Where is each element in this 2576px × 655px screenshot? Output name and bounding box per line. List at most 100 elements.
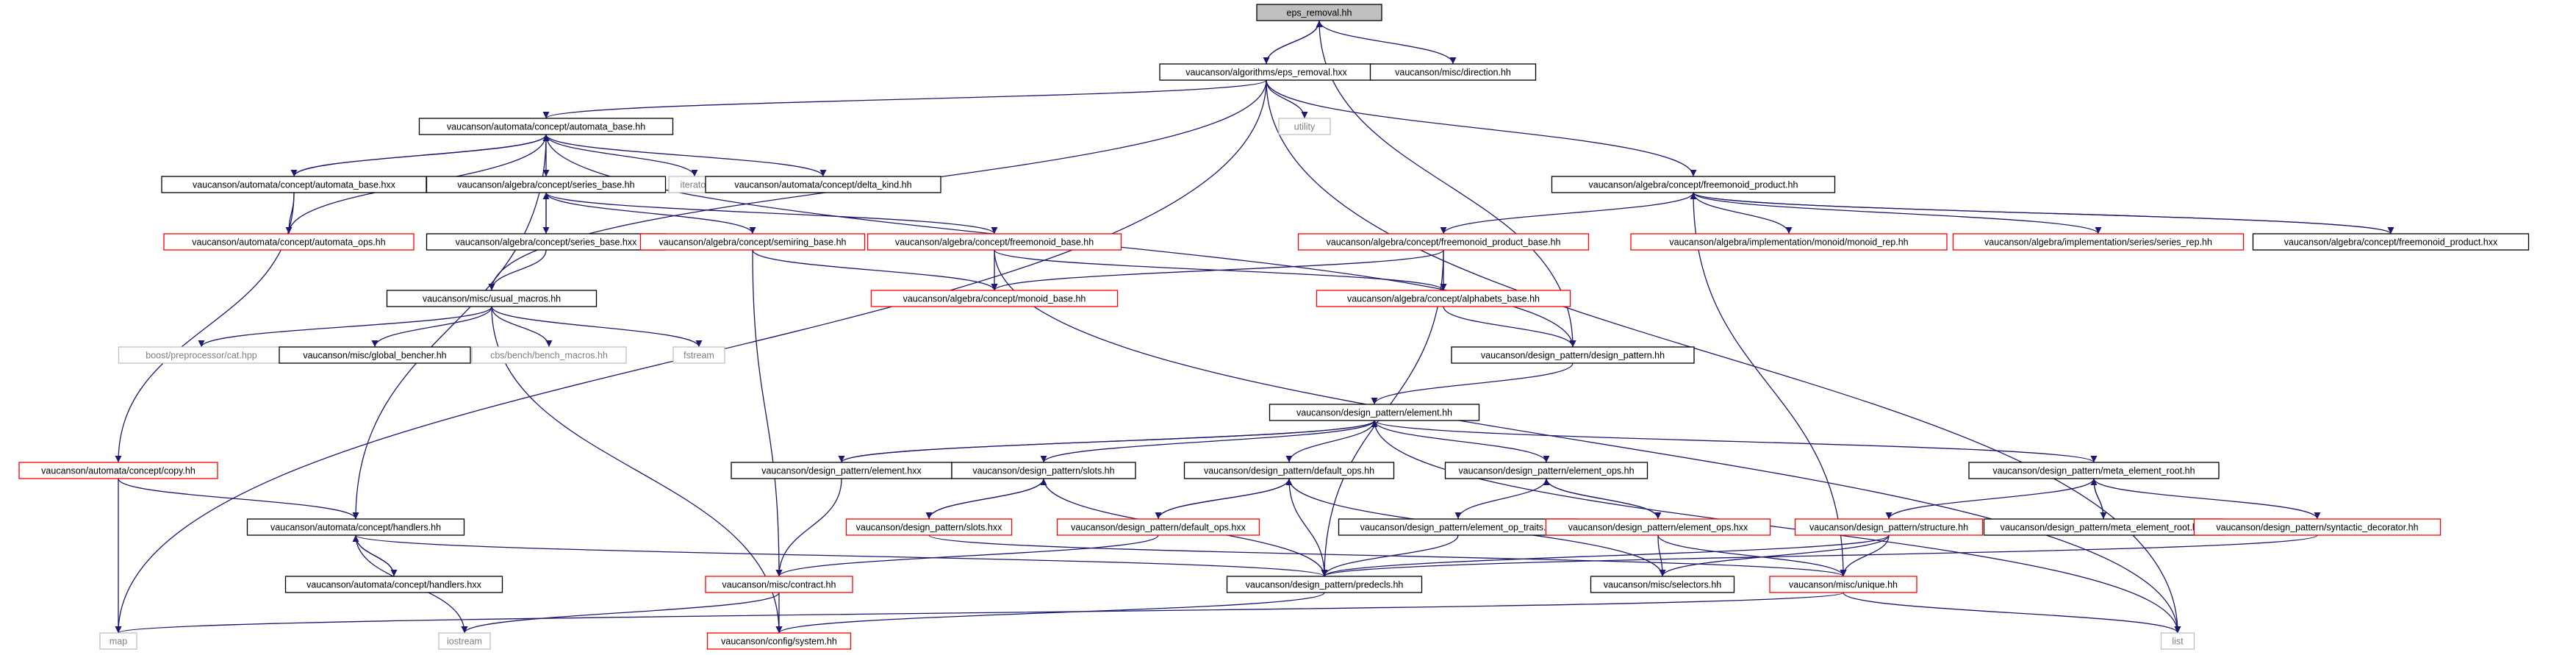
- graph-node-element-op-traits-hh[interactable]: vaucanson/design_pattern/element_op_trai…: [1338, 518, 1579, 536]
- edge-element-op-traits-hh-to-predecls-hh: [1321, 534, 1459, 577]
- node-label: vaucanson/algebra/concept/freemonoid_bas…: [895, 237, 1094, 247]
- edge-usual-macros-hh-to-bench-macros-hh: [491, 306, 553, 348]
- graph-node-eps-removal-hxx[interactable]: vaucanson/algorithms/eps_removal.hxx: [1159, 63, 1374, 81]
- graph-node-slots-hxx[interactable]: vaucanson/design_pattern/slots.hxx: [845, 518, 1013, 536]
- graph-node-automata-base-hxx[interactable]: vaucanson/automata/concept/automata_base…: [161, 176, 427, 193]
- graph-node-bench-macros-hh[interactable]: cbs/bench/bench_macros.hh: [471, 346, 627, 364]
- graph-node-unique-hh[interactable]: vaucanson/misc/unique.hh: [1769, 576, 1917, 593]
- node-label: vaucanson/design_pattern/slots.hh: [972, 465, 1114, 476]
- graph-node-semiring-base-hh[interactable]: vaucanson/algebra/concept/semiring_base.…: [639, 233, 866, 251]
- graph-node-usual-macros-hh[interactable]: vaucanson/misc/usual_macros.hh: [386, 290, 598, 307]
- graph-node-automata-base-hh[interactable]: vaucanson/automata/concept/automata_base…: [418, 118, 674, 135]
- graph-node-series-base-hh[interactable]: vaucanson/algebra/concept/series_base.hh: [426, 176, 667, 193]
- graph-node-element-hh[interactable]: vaucanson/design_pattern/element.hh: [1269, 404, 1480, 421]
- graph-node-syntactic-decorator-hh[interactable]: vaucanson/design_pattern/syntactic_decor…: [2193, 518, 2442, 536]
- edge-semiring-base-hh-to-contract-hh: [752, 249, 783, 577]
- graph-node-eps-removal-hh[interactable]: eps_removal.hh: [1256, 4, 1382, 21]
- graph-node-contract-hh[interactable]: vaucanson/misc/contract.hh: [705, 576, 853, 593]
- node-box: [1278, 118, 1331, 135]
- node-box: [705, 176, 941, 193]
- node-box: [438, 632, 491, 650]
- node-label: vaucanson/automata/concept/handlers.hxx: [306, 579, 481, 590]
- node-label: vaucanson/design_pattern/meta_element_ro…: [1992, 465, 2195, 476]
- graph-node-element-hxx[interactable]: vaucanson/design_pattern/element.hxx: [731, 462, 952, 479]
- edge-unique-hh-to-map: [115, 592, 1844, 634]
- graph-node-utility[interactable]: utility: [1278, 118, 1331, 135]
- edge-element-hh-to-slots-hh: [1040, 420, 1375, 463]
- graph-node-predecls-hh[interactable]: vaucanson/design_pattern/predecls.hh: [1226, 576, 1423, 593]
- edge-automata-base-hh-to-iterator: [545, 134, 698, 177]
- graph-node-automata-ops-hh[interactable]: vaucanson/automata/concept/automata_ops.…: [163, 233, 415, 251]
- node-box: [1630, 233, 1948, 251]
- node-label: vaucanson/algebra/implementation/series/…: [1984, 237, 2212, 247]
- node-box: [1794, 518, 1984, 536]
- edge-structure-hh-to-unique-hh: [1840, 534, 1890, 577]
- graph-node-meta-element-root-hh[interactable]: vaucanson/design_pattern/meta_element_ro…: [1968, 462, 2220, 479]
- graph-node-default-ops-hxx[interactable]: vaucanson/design_pattern/default_ops.hxx: [1056, 518, 1260, 536]
- graph-node-list[interactable]: list: [2160, 632, 2195, 650]
- graph-node-map[interactable]: map: [99, 632, 137, 650]
- edge-freemonoid-product-hxx-to-freemonoid-product-hh: [1690, 192, 2392, 235]
- graph-node-fstream[interactable]: fstream: [672, 346, 725, 364]
- node-box: [1769, 576, 1917, 593]
- node-box: [246, 518, 465, 536]
- graph-node-copy-hh[interactable]: vaucanson/automata/concept/copy.hh: [18, 462, 218, 479]
- edge-automata-base-hxx-to-automata-base-hh: [293, 134, 550, 177]
- graph-node-default-ops-hh[interactable]: vaucanson/design_pattern/default_ops.hh: [1183, 462, 1395, 479]
- node-box: [706, 632, 852, 650]
- graph-node-global-bencher-hh[interactable]: vaucanson/misc/global_bencher.hh: [279, 346, 471, 364]
- node-box: [1297, 233, 1590, 251]
- graph-node-series-base-hxx[interactable]: vaucanson/algebra/concept/series_base.hx…: [426, 233, 667, 251]
- graph-node-handlers-hxx[interactable]: vaucanson/automata/concept/handlers.hxx: [284, 576, 503, 593]
- edge-eps-removal-hxx-to-eps-removal-hh: [1266, 20, 1323, 65]
- graph-node-element-ops-hh[interactable]: vaucanson/design_pattern/element_ops.hh: [1444, 462, 1648, 479]
- edge-structure-hh-to-selectors-hh: [1659, 534, 1890, 577]
- graph-node-meta-element-root-hxx[interactable]: vaucanson/design_pattern/meta_element_ro…: [1983, 518, 2224, 536]
- node-label: vaucanson/design_pattern/element_ops.hxx: [1568, 522, 1748, 532]
- graph-node-system-hh[interactable]: vaucanson/config/system.hh: [706, 632, 852, 650]
- graph-node-freemonoid-product-hxx[interactable]: vaucanson/algebra/concept/freemonoid_pro…: [2252, 233, 2530, 251]
- graph-node-alphabets-base-hh[interactable]: vaucanson/algebra/concept/alphabets_base…: [1316, 290, 1571, 307]
- graph-node-structure-hh[interactable]: vaucanson/design_pattern/structure.hh: [1794, 518, 1984, 536]
- graph-node-iostream[interactable]: iostream: [438, 632, 491, 650]
- edge-meta-element-root-hh-to-syntactic-decorator-hh: [2093, 478, 2321, 520]
- edge-automata-base-hh-to-handlers-hh: [352, 134, 547, 520]
- node-box: [1369, 63, 1537, 81]
- graph-node-design-pattern-hh[interactable]: vaucanson/design_pattern/design_pattern.…: [1451, 346, 1695, 364]
- graph-node-cat-hpp[interactable]: boost/preprocessor/cat.hpp: [118, 346, 285, 364]
- graph-node-freemonoid-product-hh[interactable]: vaucanson/algebra/concept/freemonoid_pro…: [1551, 176, 1836, 193]
- node-label: vaucanson/automata/concept/copy.hh: [41, 465, 195, 476]
- node-box: [1551, 176, 1836, 193]
- graph-node-element-ops-hxx[interactable]: vaucanson/design_pattern/element_ops.hxx: [1545, 518, 1771, 536]
- node-box: [1316, 290, 1571, 307]
- node-box: [1056, 518, 1260, 536]
- graph-node-monoid-rep-hh[interactable]: vaucanson/algebra/implementation/monoid/…: [1630, 233, 1948, 251]
- graph-node-handlers-hh[interactable]: vaucanson/automata/concept/handlers.hh: [246, 518, 465, 536]
- node-label: vaucanson/automata/concept/automata_base…: [447, 121, 645, 132]
- node-label: vaucanson/algebra/concept/semiring_base.…: [659, 237, 846, 247]
- node-box: [639, 233, 866, 251]
- node-label: vaucanson/design_pattern/element_ops.hh: [1458, 465, 1634, 476]
- node-label: vaucanson/algebra/concept/alphabets_base…: [1347, 293, 1540, 304]
- node-box: [1968, 462, 2220, 479]
- node-label: vaucanson/design_pattern/syntactic_decor…: [2216, 522, 2418, 532]
- edge-element-ops-hh-to-element-op-traits-hh: [1454, 478, 1547, 520]
- graph-node-selectors-hh[interactable]: vaucanson/misc/selectors.hh: [1590, 576, 1735, 593]
- node-box: [99, 632, 137, 650]
- graph-node-delta-kind-hh[interactable]: vaucanson/automata/concept/delta_kind.hh: [705, 176, 941, 193]
- graph-node-freemonoid-base-hh[interactable]: vaucanson/algebra/concept/freemonoid_bas…: [867, 233, 1122, 251]
- edge-series-base-hh-to-freemonoid-base-hh: [545, 192, 998, 235]
- edge-element-ops-hxx-to-element-ops-hh: [1543, 478, 1659, 520]
- node-label: iostream: [447, 636, 482, 646]
- graph-node-monoid-base-hh[interactable]: vaucanson/algebra/concept/monoid_base.hh: [870, 290, 1119, 307]
- node-label: vaucanson/misc/unique.hh: [1789, 579, 1898, 590]
- edge-handlers-hxx-to-handlers-hh: [352, 534, 395, 577]
- graph-node-freemonoid-product-base-hh[interactable]: vaucanson/algebra/concept/freemonoid_pro…: [1297, 233, 1590, 251]
- node-box: [1226, 576, 1423, 593]
- graph-node-slots-hh[interactable]: vaucanson/design_pattern/slots.hh: [951, 462, 1136, 479]
- edge-series-base-hxx-to-usual-macros-hh: [488, 249, 547, 291]
- graph-node-series-rep-hh[interactable]: vaucanson/algebra/implementation/series/…: [1952, 233, 2245, 251]
- graph-node-direction-hh[interactable]: vaucanson/misc/direction.hh: [1369, 63, 1537, 81]
- edge-eps-removal-hxx-to-freemonoid-product-hh: [1266, 79, 1697, 177]
- edge-element-hh-to-default-ops-hh: [1285, 420, 1375, 463]
